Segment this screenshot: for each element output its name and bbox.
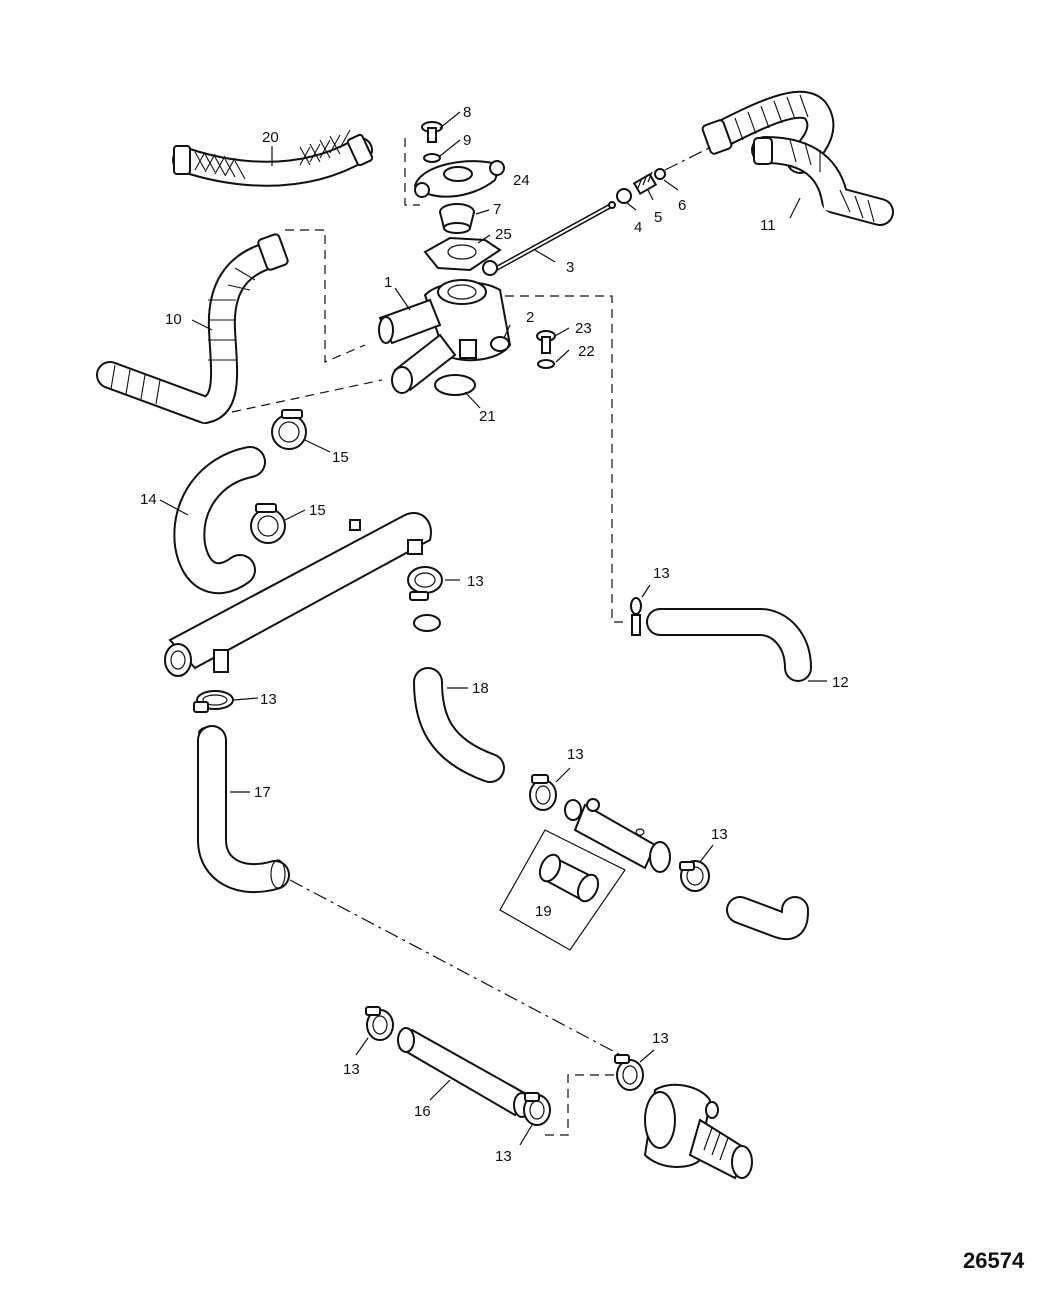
callout-1: 1 <box>384 274 392 291</box>
clamp-13-small <box>630 597 642 636</box>
callout-13-hose16-right: 13 <box>495 1148 512 1165</box>
callout-13-hose16-left: 13 <box>343 1061 360 1078</box>
callout-10: 10 <box>165 311 182 328</box>
hose-10 <box>96 233 289 424</box>
callouts: 8 9 20 24 7 25 1 3 4 5 6 11 10 2 23 22 2… <box>140 104 1025 1273</box>
callout-21: 21 <box>479 408 496 425</box>
fitting-assembly <box>564 798 671 873</box>
callout-3: 3 <box>566 259 574 276</box>
callout-7: 7 <box>493 201 501 218</box>
callout-11: 11 <box>760 217 776 234</box>
callout-22: 22 <box>578 343 595 360</box>
housing-cover-24 <box>413 160 505 198</box>
figure-number: 26574 <box>963 1248 1025 1273</box>
part-19-box <box>499 829 626 951</box>
callout-5: 5 <box>654 209 662 226</box>
hose-18 <box>413 667 505 783</box>
callout-20: 20 <box>262 129 279 146</box>
clamp-13-pump <box>614 1054 644 1091</box>
callout-23: 23 <box>575 320 592 337</box>
callout-14: 14 <box>140 491 157 508</box>
hose-20 <box>172 129 374 187</box>
callout-19: 19 <box>535 903 552 920</box>
callout-13-small: 13 <box>653 565 670 582</box>
callout-16: 16 <box>414 1103 431 1120</box>
callout-13-pump: 13 <box>652 1030 669 1047</box>
callout-18: 18 <box>472 680 489 697</box>
clamp-13-manifold-left <box>193 690 234 713</box>
clamp-13-fitting-left <box>529 774 557 811</box>
callout-13-manifold-right: 13 <box>467 573 484 590</box>
clamp-13-manifold-right <box>407 566 443 601</box>
hose-14 <box>173 446 266 595</box>
leader-lines <box>159 111 827 1146</box>
callout-13-fitting-left: 13 <box>567 746 584 763</box>
washer-22 <box>537 359 555 369</box>
screw-8 <box>421 121 443 143</box>
hose-12 <box>646 608 812 682</box>
callout-8: 8 <box>463 104 471 121</box>
water-pump <box>643 1083 753 1180</box>
callout-15-upper: 15 <box>332 449 349 466</box>
callout-15-lower: 15 <box>309 502 326 519</box>
callout-13-manifold-left: 13 <box>260 691 277 708</box>
hose-tail-right <box>726 896 809 941</box>
callout-25: 25 <box>495 226 512 243</box>
spring-5 <box>632 171 658 196</box>
callout-17: 17 <box>254 784 271 801</box>
manifold-pipe <box>164 512 432 677</box>
seal-manifold-right <box>413 614 441 632</box>
hose-11 <box>701 90 894 226</box>
callout-12: 12 <box>832 674 849 691</box>
clamp-13-fitting-right <box>679 860 710 892</box>
thermostat-housing-1 <box>378 260 512 394</box>
plug-2 <box>490 336 510 352</box>
callout-9: 9 <box>463 132 471 149</box>
callout-6: 6 <box>678 197 686 214</box>
seal-21-inner <box>441 379 469 391</box>
clamp-13-hose16-right <box>523 1092 551 1126</box>
rod-3 <box>488 201 616 275</box>
callout-4: 4 <box>634 219 642 236</box>
hose-17 <box>197 725 290 894</box>
clamp-15-lower <box>250 503 286 544</box>
ball-4 <box>616 188 632 204</box>
gasket-25 <box>423 236 502 272</box>
clamp-15-upper <box>271 409 307 450</box>
clamp-13-hose16-left <box>365 1006 394 1041</box>
callout-2: 2 <box>526 309 534 326</box>
callout-24: 24 <box>513 172 530 189</box>
screw-23 <box>536 330 556 354</box>
callout-13-fitting-right: 13 <box>711 826 728 843</box>
thermostat-7 <box>439 203 475 234</box>
washer-9 <box>423 153 441 163</box>
plug-6 <box>654 168 666 180</box>
